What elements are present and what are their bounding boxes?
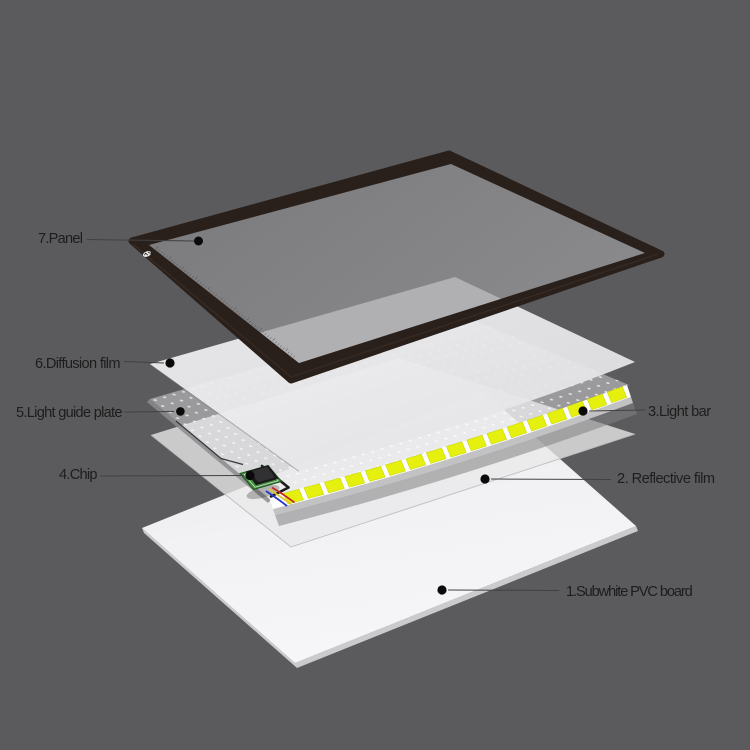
red-wire [271,486,296,504]
layer-diffusion-film [149,277,635,472]
plate-notch-wire [175,420,244,466]
callout-line-light-guide-plate [123,411,175,413]
label-light-bar: 3.Light bar [648,404,711,420]
callout-dot-chip [245,470,255,481]
label-reflective-film: 2. Reflective film [617,471,715,487]
chip-body-top [250,466,275,483]
callout-line-panel [86,239,195,242]
callout-dots [165,236,588,595]
panel-screen [149,164,645,363]
blue-wire-group [265,490,288,507]
callout-dot-panel [194,236,203,246]
callout-line-diffusion-film [123,361,165,364]
plate-side-edge [147,399,271,503]
callouts-lines [86,239,646,591]
label-light-guide-plate: 5.Light guide plate [16,405,122,421]
callout-line-pvc-board [447,589,560,591]
light-bar-base-side [273,397,633,515]
panel-ruler-ticks [155,245,295,358]
diffusion-film-sheet [150,277,635,471]
brand-logo-icon [142,251,152,257]
callout-dot-pvc-board [437,585,447,595]
label-diffusion-film: 6.Diffusion film [35,356,120,372]
callout-dot-reflective-film [480,474,490,484]
callout-dot-diffusion-film [165,358,175,368]
yellow-wire [268,488,292,506]
led-row [283,386,628,505]
layer-light-bar [269,385,637,526]
led-chips [283,386,628,505]
red-wire-group [271,486,296,504]
blue-wire [265,490,288,507]
callout-dot-light-guide-plate [176,407,185,416]
callout-line-reflective-film [490,478,612,480]
label-chip: 4.Chip [59,467,97,483]
callout-line-chip [99,475,245,477]
panel-frame-bottom-highlight [133,244,659,378]
label-panel: 7.Panel [38,231,83,247]
callout-labels: 7.Panel 6.Diffusion film 5.Light guide p… [16,231,715,600]
callout-dot-light-bar [578,406,588,416]
light-bar-shadow [275,403,637,526]
chip-shadow [246,484,280,500]
label-pvc-board: 1.Subwhite PVC board [566,584,693,600]
reflective-film-edge [150,433,636,548]
layer-chip [175,420,296,507]
yellow-wire-group [268,488,292,506]
callout-line-light-bar [588,409,646,412]
